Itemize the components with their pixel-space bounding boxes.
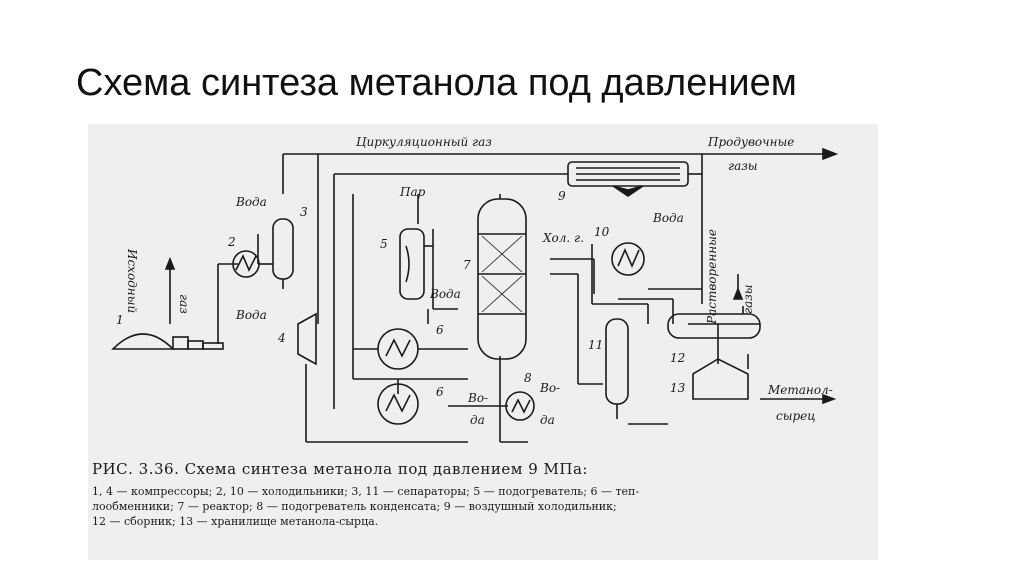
- process-flow-diagram: Циркуляционный газ Продувочные газы Исхо…: [111, 135, 839, 443]
- crude-methanol-label-2: сырец: [776, 409, 816, 423]
- unit-number-5: 5: [380, 237, 388, 251]
- unit-number-13: 13: [670, 381, 686, 395]
- unit-number-8: 8: [524, 371, 532, 385]
- unit-number-4: 4: [277, 331, 286, 345]
- dissolved-gases-label-1: Растворенные: [705, 229, 719, 325]
- feed-gas-label-1: Исходный: [125, 248, 139, 313]
- steam-label: Пар: [399, 185, 426, 199]
- caption-legend: 1, 4 — компрессоры; 2, 10 — холодильники…: [92, 484, 877, 529]
- storage-13: [692, 358, 749, 400]
- heat-exchanger-6a: [377, 328, 419, 370]
- water-top-label: Вода: [235, 195, 267, 209]
- unit-number-6a: 6: [436, 323, 444, 337]
- separator-3: [272, 218, 294, 289]
- water-8a-label-1: Во-: [467, 391, 488, 405]
- figure-caption: РИС. 3.36. Схема синтеза метанола под да…: [92, 460, 877, 529]
- condensate-heater-8: [505, 391, 535, 421]
- compressor-4: [297, 312, 317, 366]
- slide-title: Схема синтеза метанола под давлением: [76, 62, 797, 104]
- unit-number-11: 11: [588, 338, 603, 352]
- purge-gases-label-1: Продувочные: [707, 135, 794, 149]
- unit-number-9: 9: [558, 189, 566, 203]
- unit-number-1: 1: [116, 313, 124, 327]
- unit-number-6b: 6: [436, 385, 444, 399]
- crude-methanol-label-1: Метанол-: [767, 383, 833, 397]
- purge-gases-label-2: газы: [728, 159, 758, 173]
- water-8b-label-1: Во-: [539, 381, 560, 395]
- water-cooler-label: Вода: [652, 211, 684, 225]
- heater-5: [399, 228, 433, 300]
- water-8b-label-2: да: [540, 413, 555, 427]
- water-bottom-label: Вода: [235, 308, 267, 322]
- cold-gas-label: Хол. г.: [542, 231, 584, 245]
- cooler-2: [232, 250, 260, 278]
- compressor-1: [111, 333, 224, 350]
- unit-number-7: 7: [463, 258, 471, 272]
- heat-exchanger-6b: [377, 383, 419, 425]
- unit-number-12: 12: [670, 351, 685, 365]
- unit-number-2: 2: [227, 235, 236, 249]
- caption-title: РИС. 3.36. Схема синтеза метанола под да…: [92, 460, 588, 478]
- unit-number-10: 10: [594, 225, 610, 239]
- separator-11: [605, 318, 629, 419]
- legend-line-2: лообменники; 7 — реактор; 8 — подогреват…: [92, 500, 617, 513]
- scanned-figure: Циркуляционный газ Продувочные газы Исхо…: [88, 124, 878, 560]
- dissolved-gases-label-2: газы: [741, 284, 755, 314]
- cooler-10: [611, 242, 645, 276]
- legend-line-3: 12 — сборник; 13 — хранилище метанола-сы…: [92, 515, 379, 528]
- legend-line-1: 1, 4 — компрессоры; 2, 10 — холодильники…: [92, 485, 640, 498]
- collector-12: [667, 306, 761, 339]
- feed-gas-label-2: газ: [177, 294, 191, 314]
- air-cooler-9: [567, 161, 689, 197]
- unit-number-3: 3: [300, 205, 308, 219]
- water-heater-label: Вода: [429, 287, 461, 301]
- reactor-7: [477, 198, 527, 360]
- circulating-gas-label: Циркуляционный газ: [356, 135, 492, 149]
- water-8a-label-2: да: [470, 413, 485, 427]
- pipelines: [164, 147, 839, 443]
